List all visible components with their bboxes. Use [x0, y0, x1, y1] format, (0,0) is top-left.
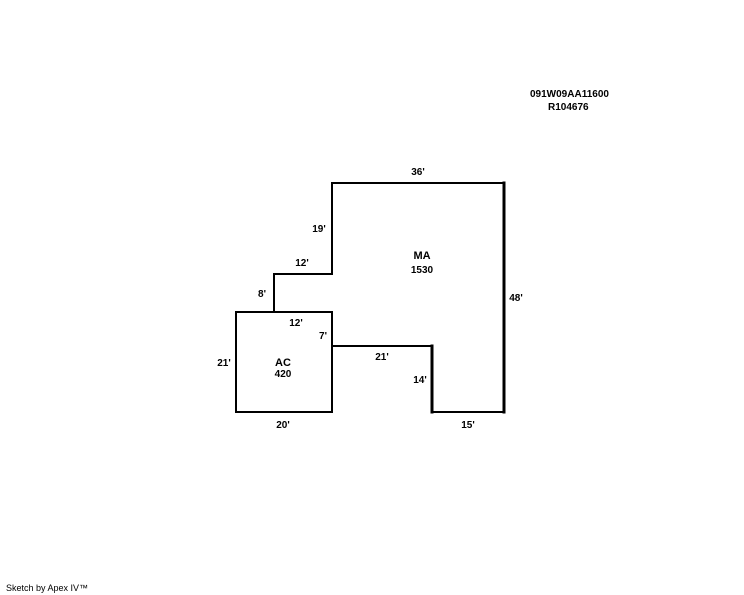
ac-code-label: AC [275, 357, 291, 369]
ac-sqft-label: 420 [275, 369, 292, 380]
ac-outline [235, 311, 333, 413]
ma-code-label: MA [413, 250, 430, 262]
dim-ma-notch-top: 21' [375, 352, 389, 363]
ma-sqft-label: 1530 [411, 265, 434, 276]
dim-ma-top: 36' [411, 167, 425, 178]
dim-ac-left: 21' [217, 358, 231, 369]
parcel-number: 091W09AA11600 [530, 89, 609, 100]
dim-ma-left-upper: 19' [312, 224, 326, 235]
software-credit: Sketch by Apex IV™ [6, 583, 89, 593]
dim-ma-step-left: 8' [258, 289, 266, 300]
dim-ma-inner-left: 7' [319, 331, 327, 342]
dim-ac-bottom: 20' [276, 420, 290, 431]
dim-ma-right: 48' [509, 293, 523, 304]
dim-ma-step-top: 12' [295, 258, 309, 269]
dim-ma-notch-side: 14' [413, 375, 427, 386]
ma-outline [273, 182, 505, 413]
dim-ma-bottom: 15' [461, 420, 475, 431]
account-number: R104676 [548, 102, 589, 113]
dim-ma-inner-top: 12' [289, 318, 303, 329]
